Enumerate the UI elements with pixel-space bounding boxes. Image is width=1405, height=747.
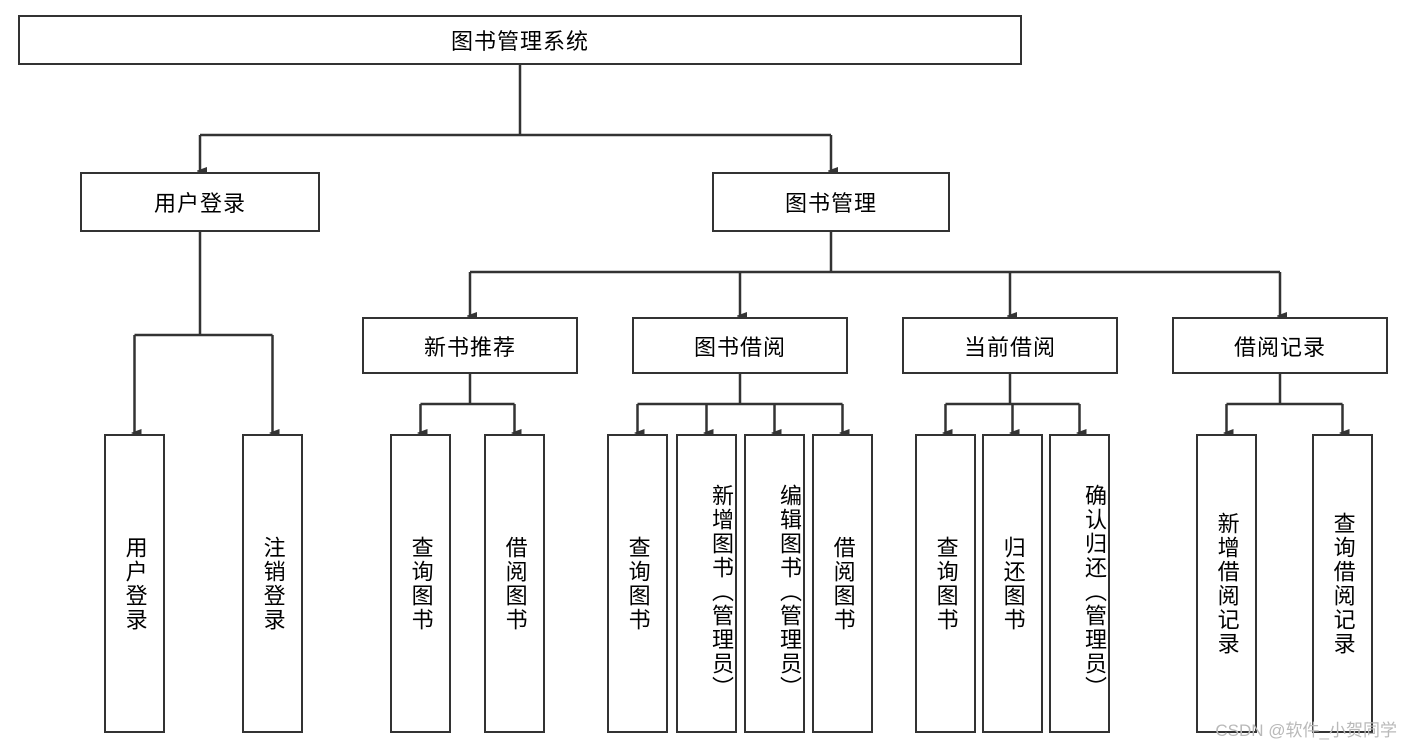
node-leaf-br-add-record[interactable]: 新增借阅记录	[1196, 434, 1257, 733]
node-new-book-rec[interactable]: 新书推荐	[362, 317, 578, 374]
watermark-label: CSDN @软件_小贺同学	[1215, 721, 1397, 740]
node-leaf-rec-query-book[interactable]: 查询图书	[390, 434, 451, 733]
node-leaf-bb-borrow-book[interactable]: 借阅图书	[812, 434, 873, 733]
node-current-borrow[interactable]: 当前借阅	[902, 317, 1118, 374]
node-leaf-bb-query-book[interactable]: 查询图书	[607, 434, 668, 733]
node-leaf-bb-add-book[interactable]: 新增图书（管理员）	[676, 434, 737, 733]
node-leaf-cb-return-book[interactable]: 归还图书	[982, 434, 1043, 733]
node-book-manage[interactable]: 图书管理	[712, 172, 950, 232]
node-book-borrow[interactable]: 图书借阅	[632, 317, 848, 374]
node-leaf-bb-edit-book[interactable]: 编辑图书（管理员）	[744, 434, 805, 733]
node-leaf-cb-query-book[interactable]: 查询图书	[915, 434, 976, 733]
node-leaf-rec-borrow-book[interactable]: 借阅图书	[484, 434, 545, 733]
edges-group	[135, 65, 1343, 433]
node-leaf-user-logout[interactable]: 注销登录	[242, 434, 303, 733]
node-borrow-record[interactable]: 借阅记录	[1172, 317, 1388, 374]
node-user-login[interactable]: 用户登录	[80, 172, 320, 232]
node-root[interactable]: 图书管理系统	[18, 15, 1022, 65]
node-leaf-user-login[interactable]: 用户登录	[104, 434, 165, 733]
node-leaf-br-query-record[interactable]: 查询借阅记录	[1312, 434, 1373, 733]
node-leaf-cb-confirm-return[interactable]: 确认归还（管理员）	[1049, 434, 1110, 733]
